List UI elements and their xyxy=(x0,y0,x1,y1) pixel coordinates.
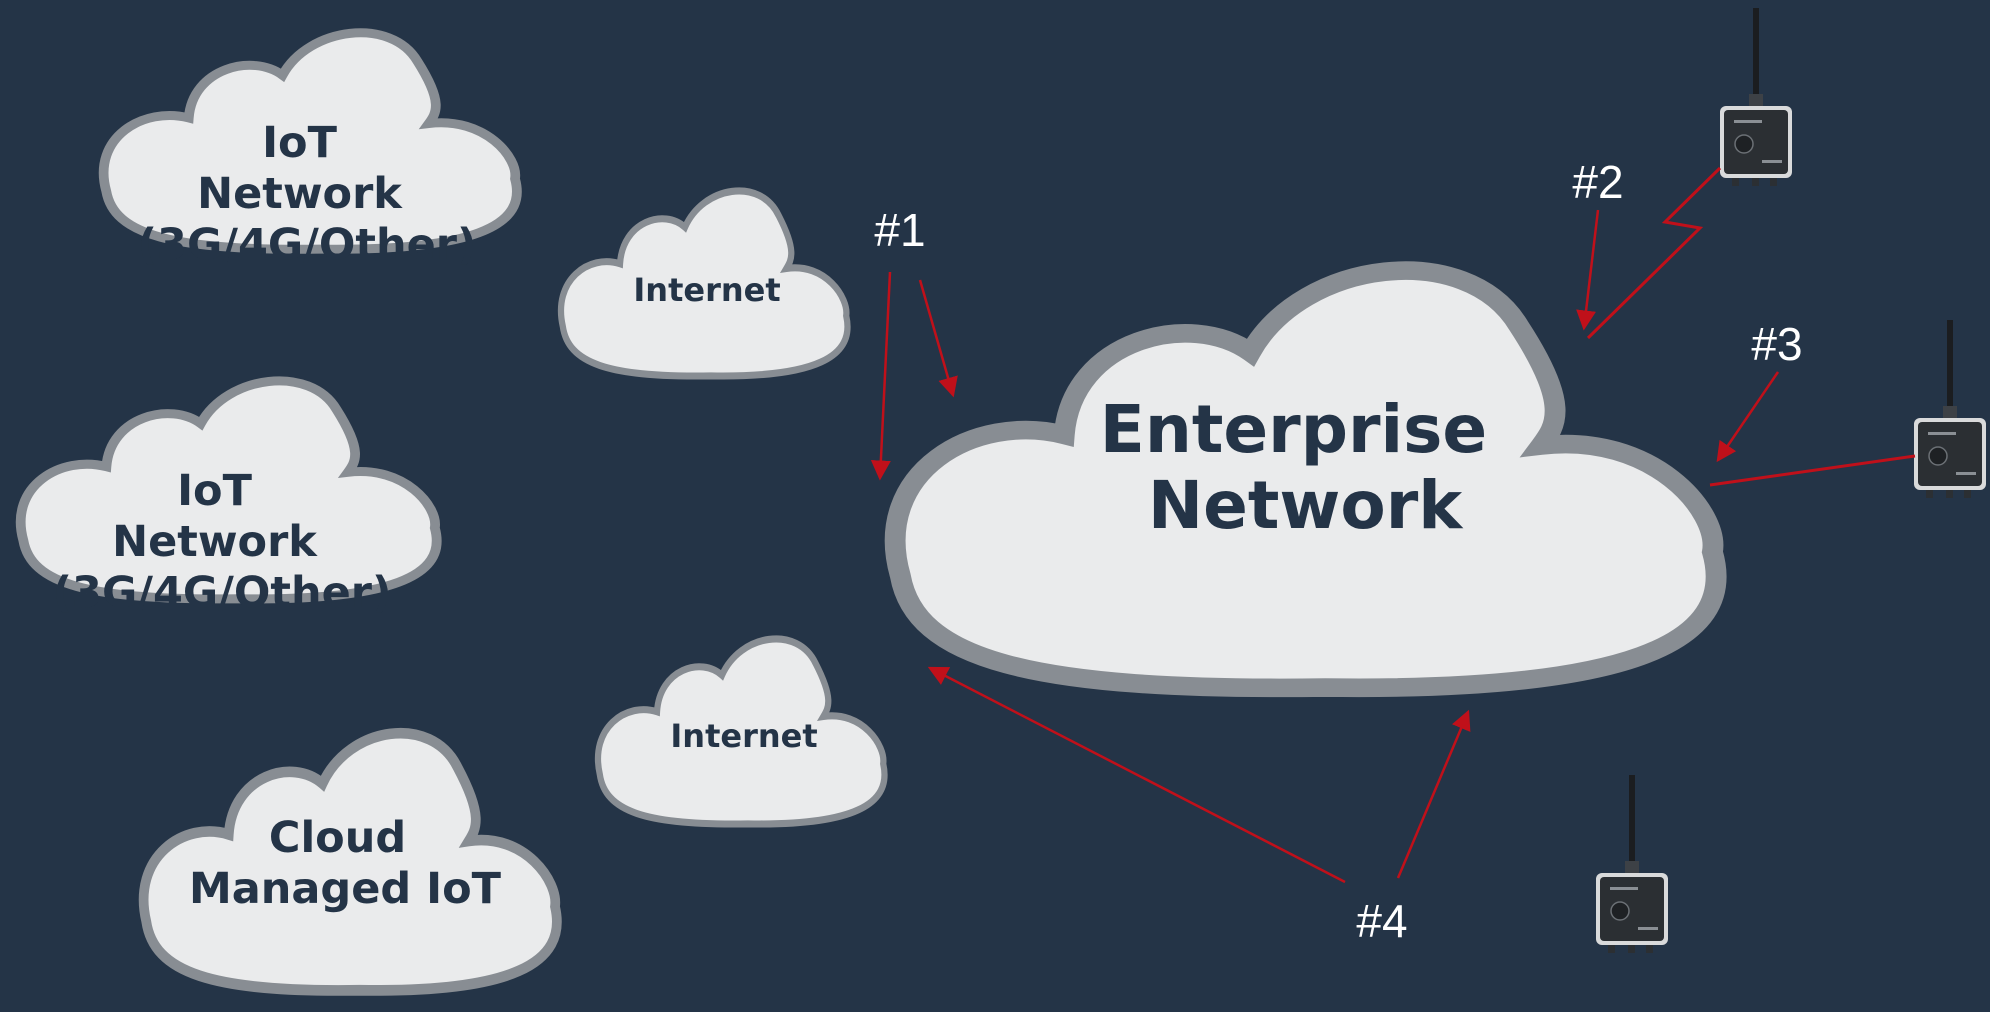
enterprise-network-label: Enterprise Network xyxy=(1100,391,1510,544)
internet-cloud-1-label: Internet xyxy=(633,271,780,309)
cloud-managed-iot-label: Cloud Managed IoT xyxy=(189,813,502,914)
device-link-right xyxy=(1709,454,1916,487)
arrow-3 xyxy=(1716,371,1780,463)
device-link-top xyxy=(1586,166,1722,340)
iot-gateway-icon-right xyxy=(1913,319,1987,499)
tag-3: #3 xyxy=(1751,318,1802,370)
tag-4: #4 xyxy=(1356,895,1407,947)
internet-cloud-2-label: Internet xyxy=(670,717,817,755)
arrow-1a xyxy=(870,271,892,481)
iot-network-cloud-1-label: IoT Network (3G/4G/Other) xyxy=(137,118,476,270)
arrow-4b xyxy=(1396,709,1471,879)
arrow-1b xyxy=(918,279,958,398)
tag-2: #2 xyxy=(1572,156,1623,208)
iot-gateway-icon-bottom xyxy=(1595,774,1669,954)
tag-1: #1 xyxy=(874,204,925,256)
arrow-2 xyxy=(1576,209,1600,331)
arrow-4a xyxy=(927,666,1346,884)
iot-network-cloud-2-label: IoT Network (3G/4G/Other) xyxy=(52,466,391,618)
iot-gateway-icon-top xyxy=(1719,7,1793,187)
